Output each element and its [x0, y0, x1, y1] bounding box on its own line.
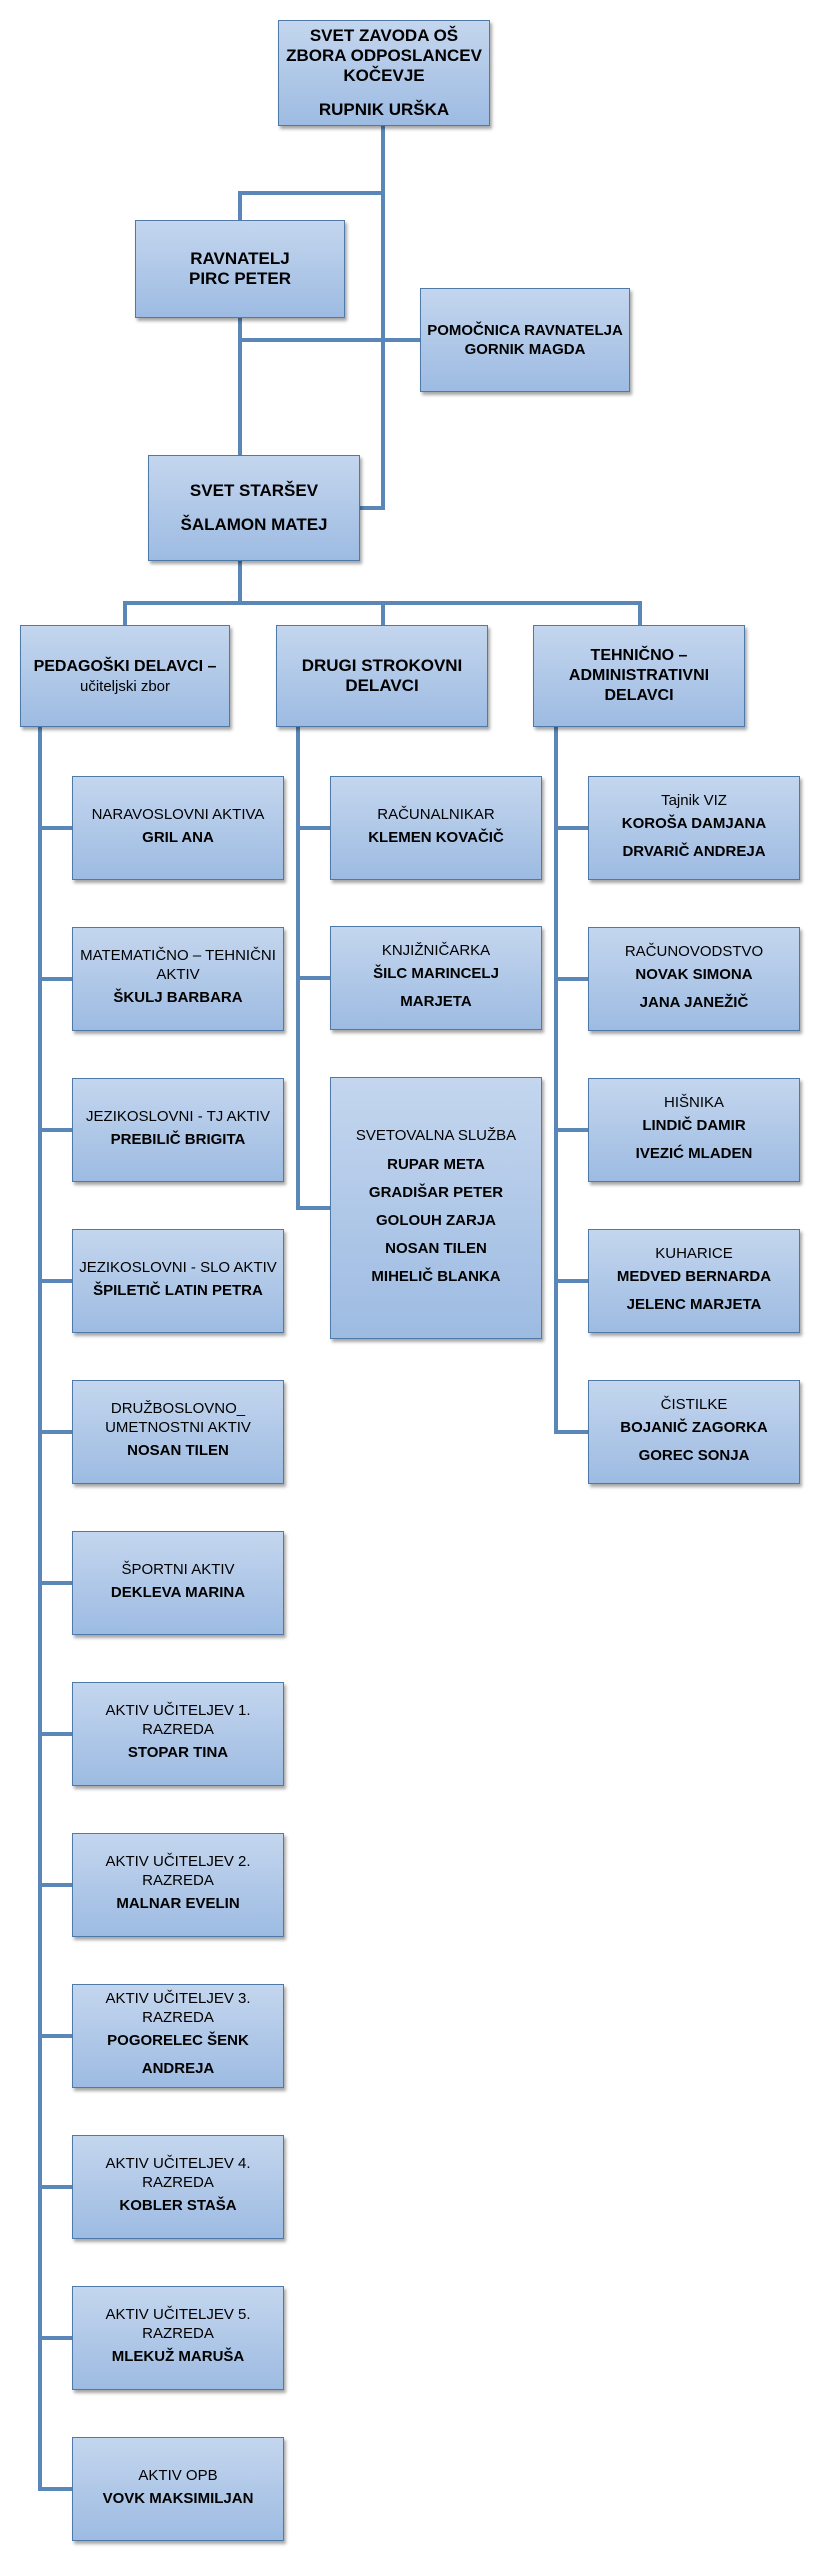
unit-member-name: ŠILC MARINCELJ MARJETA [373, 964, 499, 1010]
unit-label: MATEMATIČNO – TEHNIČNI AKTIV [80, 947, 276, 983]
parents-title: SVET STARŠEV [189, 481, 319, 500]
unit-box: AKTIV UČITELJEV 2. RAZREDA MALNAR EVELIN [72, 1833, 284, 1937]
unit-member-name: NOVAK SIMONA [635, 965, 753, 983]
unit-member-name: MIHELIČ BLANKA [371, 1267, 501, 1285]
unit-member-name: POGORELEC ŠENK ANDREJA [107, 2032, 249, 2077]
unit-box: ŠPORTNI AKTIV DEKLEVA MARINA [72, 1531, 284, 1635]
council-box: SVET ZAVODA OŠ ZBORA ODPOSLANCEV KOČEVJE… [278, 20, 490, 126]
unit-member-name: NOSAN TILEN [127, 1442, 229, 1459]
unit-label: NARAVOSLOVNI AKTIVA [91, 805, 265, 823]
director-title: RAVNATELJ [190, 249, 290, 268]
unit-box: NARAVOSLOVNI AKTIVA GRIL ANA [72, 776, 284, 880]
unit-label: AKTIV UČITELJEV 4. RAZREDA [105, 2155, 251, 2191]
unit-box: JEZIKOSLOVNI - SLO AKTIV ŠPILETIČ LATIN P… [72, 1229, 284, 1333]
unit-label: KUHARICE [655, 1244, 733, 1262]
parents-name: ŠALAMON MATEJ [180, 515, 328, 534]
unit-label: RAČUNALNIKAR [377, 805, 495, 823]
unit-member-name: GOLOUH ZARJA [376, 1211, 496, 1229]
column-title: PEDAGOŠKI DELAVCI – [33, 657, 217, 675]
unit-label: AKTIV OPB [138, 2466, 218, 2484]
unit-member-name: KOROŠA DAMJANA [621, 814, 767, 832]
unit-label: AKTIV UČITELJEV 5. RAZREDA [105, 2306, 251, 2342]
unit-member-name: DRVARIČ ANDREJA [622, 842, 766, 860]
unit-member-name: ŠPILETIČ LATIN PETRA [93, 1281, 263, 1299]
column-title: DRUGI STROKOVNI DELAVCI [301, 656, 463, 695]
unit-label: HIŠNIKA [663, 1093, 724, 1111]
unit-box: Tajnik VIZ KOROŠA DAMJANA DRVARIČ ANDREJA [588, 776, 800, 880]
unit-member-name: MLEKUŽ MARUŠA [111, 2348, 245, 2365]
column-header-technical: TEHNIČNO – ADMINISTRATIVNI DELAVCI [533, 625, 745, 727]
unit-member-name: JELENC MARJETA [626, 1295, 762, 1313]
parents-box: SVET STARŠEV ŠALAMON MATEJ [148, 455, 360, 561]
unit-member-name: PREBILIČ BRIGITA [110, 1130, 246, 1148]
unit-box: AKTIV UČITELJEV 4. RAZREDA KOBLER STAŠA [72, 2135, 284, 2239]
unit-member-name: RUPAR META [387, 1155, 485, 1173]
unit-label: JEZIKOSLOVNI - SLO AKTIV [79, 1258, 277, 1276]
unit-member-name: GRIL ANA [142, 828, 214, 846]
unit-label: ŠPORTNI AKTIV [121, 1560, 235, 1578]
council-title: SVET ZAVODA OŠ ZBORA ODPOSLANCEV KOČEVJE [286, 26, 482, 85]
unit-box: MATEMATIČNO – TEHNIČNI AKTIV ŠKULJ BARBAR… [72, 927, 284, 1031]
unit-box: AKTIV UČITELJEV 1. RAZREDA STOPAR TINA [72, 1682, 284, 1786]
unit-label: SVETOVALNA SLUŽBA [355, 1126, 517, 1144]
director-name: PIRC PETER [188, 269, 292, 288]
unit-member-name: LINDIČ DAMIR [642, 1116, 746, 1134]
unit-box: ČISTILKE BOJANIČ ZAGORKA GOREC SONJA [588, 1380, 800, 1484]
unit-box: KNJIŽNIČARKA ŠILC MARINCELJ MARJETA [330, 926, 542, 1030]
unit-label: KNJIŽNIČARKA [381, 941, 491, 959]
unit-box: KUHARICE MEDVED BERNARDA JELENC MARJETA [588, 1229, 800, 1333]
unit-label: ČISTILKE [660, 1395, 728, 1413]
unit-member-name: NOSAN TILEN [385, 1239, 487, 1257]
column-title: TEHNIČNO – ADMINISTRATIVNI DELAVCI [568, 647, 710, 704]
unit-member-name: VOVK MAKSIMILJAN [102, 2489, 254, 2507]
unit-label: JEZIKOSLOVNI - TJ AKTIV [86, 1107, 270, 1125]
unit-label: AKTIV UČITELJEV 3. RAZREDA [105, 1990, 251, 2026]
unit-label: Tajnik VIZ [661, 791, 727, 809]
unit-box: DRUŽBOSLOVNO_ UMETNOSTNI AKTIV NOSAN TILE… [72, 1380, 284, 1484]
unit-box: JEZIKOSLOVNI - TJ AKTIV PREBILIČ BRIGITA [72, 1078, 284, 1182]
unit-member-name: ŠKULJ BARBARA [113, 989, 243, 1006]
unit-label: DRUŽBOSLOVNO_ UMETNOSTNI AKTIV [105, 1400, 251, 1436]
unit-member-name: MALNAR EVELIN [116, 1895, 240, 1912]
unit-member-name: DEKLEVA MARINA [110, 1583, 246, 1601]
assistant-box: POMOČNICA RAVNATELJA GORNIK MAGDA [420, 288, 630, 392]
council-chair: RUPNIK URŠKA [318, 100, 450, 119]
unit-member-name: JANA JANEŽIČ [639, 993, 749, 1011]
unit-label: RAČUNOVODSTVO [624, 942, 764, 960]
unit-box: AKTIV UČITELJEV 5. RAZREDA MLEKUŽ MARUŠA [72, 2286, 284, 2390]
unit-member-name: BOJANIČ ZAGORKA [620, 1418, 768, 1436]
column-subtitle: učiteljski zbor [79, 677, 171, 695]
unit-member-name: GOREC SONJA [638, 1446, 750, 1464]
unit-box: RAČUNOVODSTVO NOVAK SIMONA JANA JANEŽIČ [588, 927, 800, 1031]
assistant-title: POMOČNICA RAVNATELJA [427, 322, 623, 339]
unit-member-name: KOBLER STAŠA [119, 2197, 237, 2214]
unit-box: AKTIV OPB VOVK MAKSIMILJAN [72, 2437, 284, 2541]
unit-box: AKTIV UČITELJEV 3. RAZREDA POGORELEC ŠENK… [72, 1984, 284, 2088]
unit-label: AKTIV UČITELJEV 2. RAZREDA [105, 1853, 251, 1889]
column-header-other-staff: DRUGI STROKOVNI DELAVCI [276, 625, 488, 727]
unit-label: AKTIV UČITELJEV 1. RAZREDA [105, 1702, 251, 1738]
column-header-pedagogical: PEDAGOŠKI DELAVCI – učiteljski zbor [20, 625, 230, 727]
unit-member-name: KLEMEN KOVAČIČ [368, 828, 504, 846]
unit-box: RAČUNALNIKAR KLEMEN KOVAČIČ [330, 776, 542, 880]
assistant-name: GORNIK MAGDA [464, 341, 586, 358]
director-box: RAVNATELJ PIRC PETER [135, 220, 345, 318]
unit-box: SVETOVALNA SLUŽBA RUPAR META GRADIŠAR PETE… [330, 1077, 542, 1339]
unit-member-name: GRADIŠAR PETER [368, 1183, 504, 1201]
unit-box: HIŠNIKA LINDIČ DAMIR IVEZIĆ MLADEN [588, 1078, 800, 1182]
unit-member-name: MEDVED BERNARDA [616, 1267, 772, 1285]
unit-member-name: IVEZIĆ MLADEN [635, 1144, 753, 1162]
unit-member-name: STOPAR TINA [127, 1744, 229, 1761]
